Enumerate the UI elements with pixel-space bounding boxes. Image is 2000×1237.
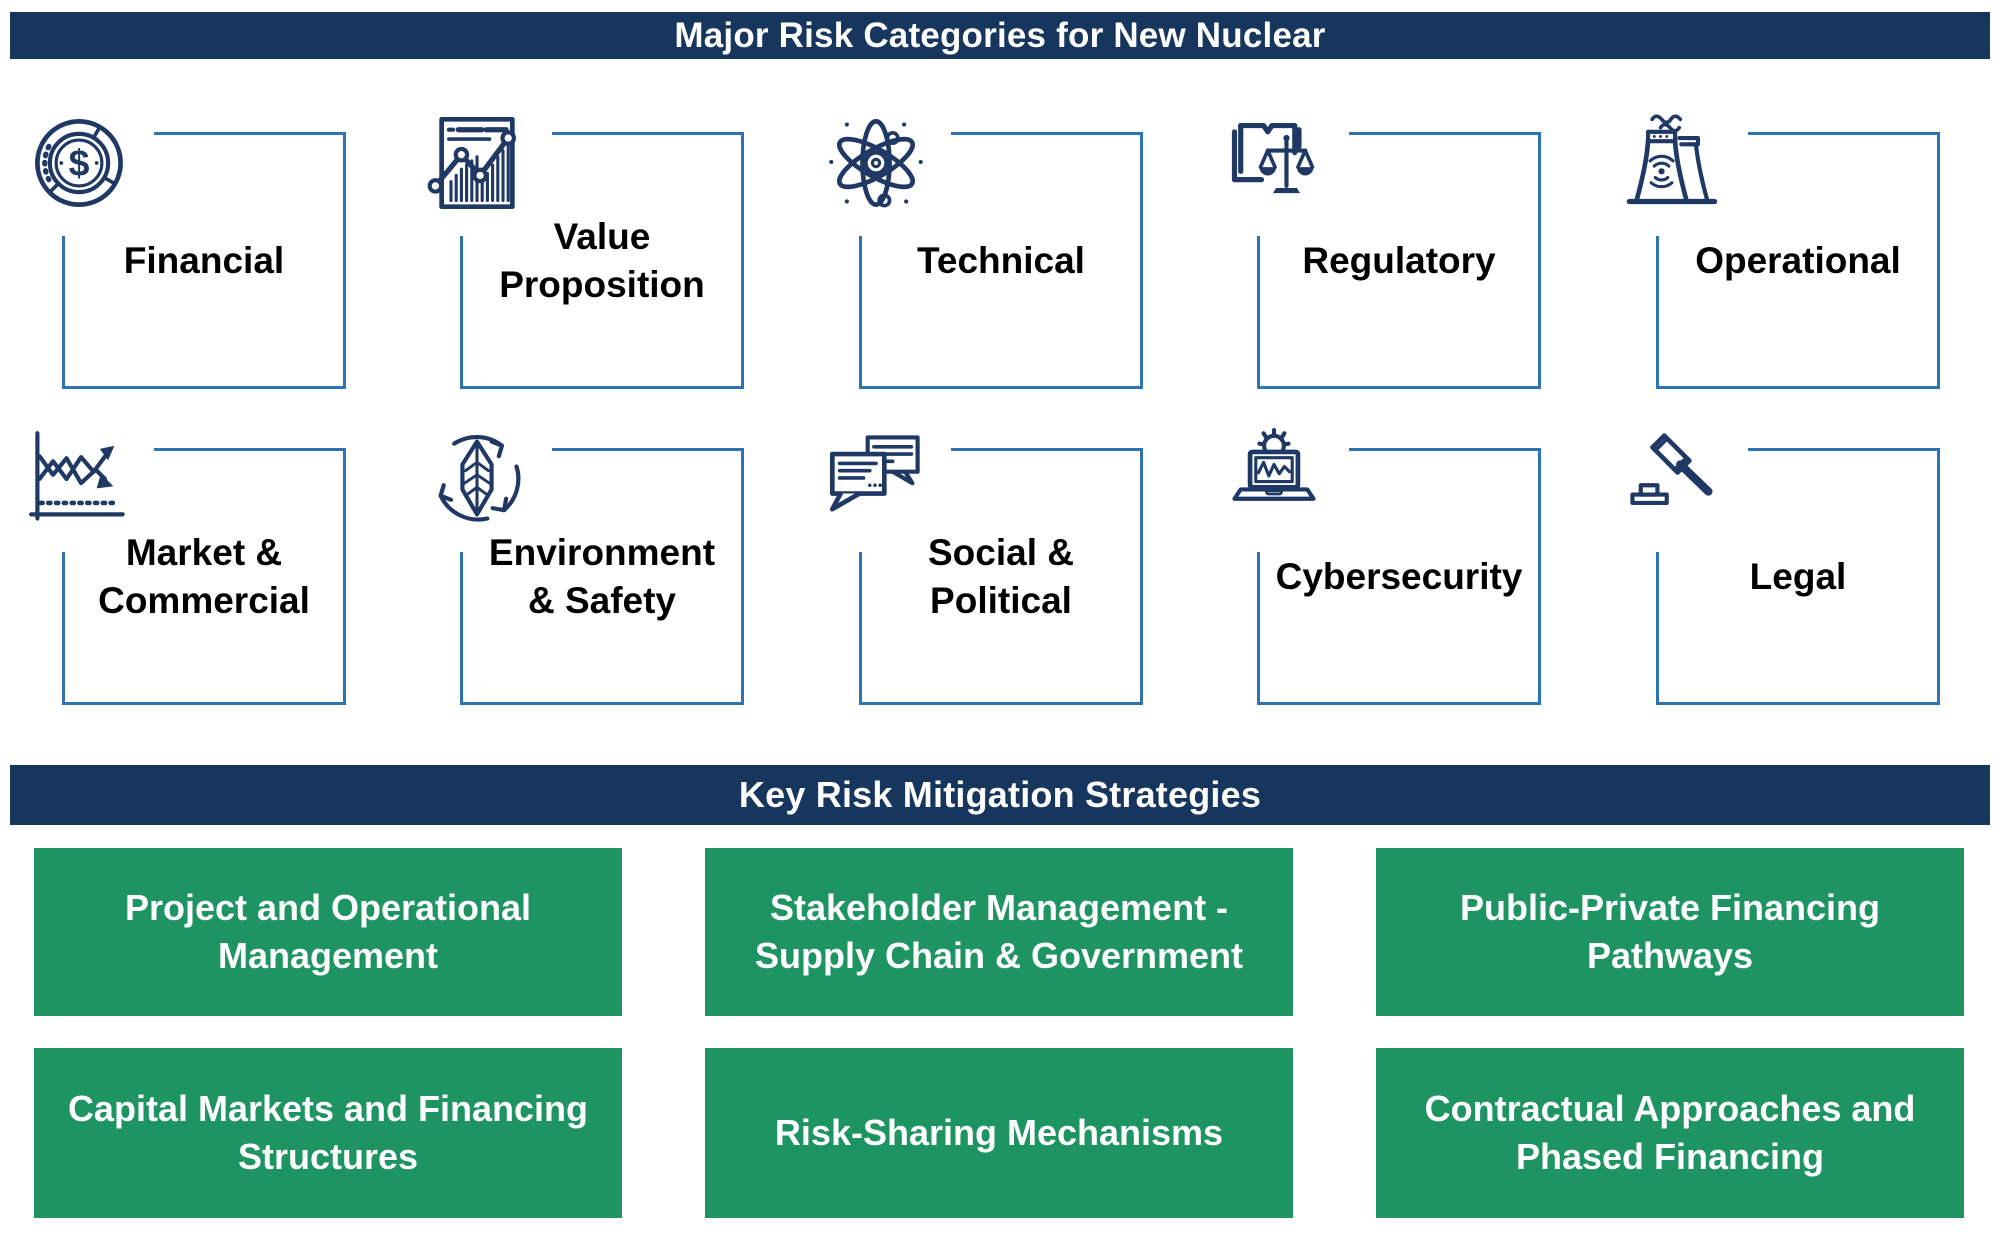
risk-category-label: Regulatory [1302,239,1496,281]
risk-category-label: Operational [1695,239,1901,281]
risk-category-box-market-commercial: Market & Commercial [29,431,346,705]
risk-category-label: Cybersecurity [1275,555,1523,597]
laptop-gear-icon [1222,427,1326,531]
risk-category-label: Legal [1749,555,1847,597]
strategy-box-capital-markets: Capital Markets and Financing Structures [34,1048,622,1218]
risk-category-label: Social & Political [928,532,1074,621]
report-chart-icon [425,111,529,215]
risk-category-box-technical: Technical [829,119,1143,389]
strategy-box-risk-sharing: Risk-Sharing Mechanisms [705,1048,1293,1218]
corner-patch [460,132,552,236]
strategy-box-stakeholder-management: Stakeholder Management - Supply Chain & … [705,848,1293,1016]
risk-category-box-cybersecurity: Cybersecurity [1232,428,1541,705]
risk-category-box-regulatory: Regulatory [1231,122,1541,389]
coin-dollar-icon: $ [27,111,131,215]
risk-categories-banner-title: Major Risk Categories for New Nuclear [674,15,1326,55]
strategy-box-project-operational-management: Project and Operational Management [34,848,622,1016]
risk-category-label: Financial [123,239,285,281]
risk-category-label: Environment & Safety [488,532,716,621]
risk-category-box-financial: $ Financial [35,119,346,389]
risk-category-box-legal: Legal [1630,433,1940,705]
strategy-box-public-private-financing: Public-Private Financing Pathways [1376,848,1964,1016]
mitigation-banner-title: Key Risk Mitigation Strategies [738,774,1262,815]
speech-bubbles-icon [824,427,928,531]
risk-category-box-social-political: Social & Political [829,435,1143,705]
risk-category-box-environment-safety: Environment & Safety [438,435,744,705]
risk-category-label: Market & Commercial [98,532,310,621]
risk-category-label: Technical [917,239,1085,281]
mitigation-banner: Key Risk Mitigation Strategies [10,765,1990,825]
risk-category-label: Value Proposition [499,216,705,305]
book-scales-icon [1222,111,1326,215]
market-trends-icon [27,427,131,531]
leaf-cycle-icon [425,427,529,531]
risk-categories-banner: Major Risk Categories for New Nuclear [10,12,1990,59]
svg-text:$: $ [69,141,90,183]
risk-category-box-operational: Operational [1626,114,1940,389]
cooling-towers-icon [1621,111,1725,215]
corner-patch [62,132,154,236]
risk-category-box-value-proposition: Value Proposition [427,116,744,389]
gavel-icon [1621,427,1725,531]
strategy-box-contractual-approaches: Contractual Approaches and Phased Financ… [1376,1048,1964,1218]
atom-icon [824,111,928,215]
